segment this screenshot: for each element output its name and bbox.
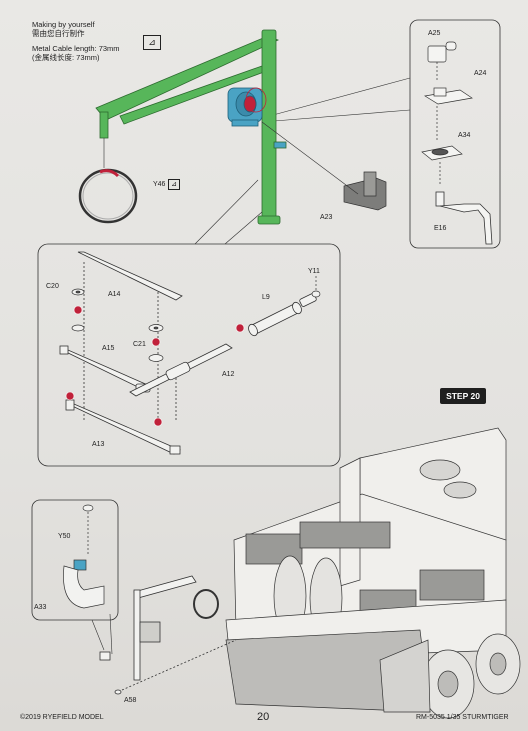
label-a33: A33 [34,604,47,611]
track-and-wheels-drawing [225,629,521,719]
part-a34-drawing [421,145,463,186]
footer-copyright: ©2019 RYEFIELD MODEL [20,714,104,721]
label-a13: A13 [92,441,105,448]
washer-drawings [71,288,164,362]
part-a12-drawing [129,343,233,420]
label-a23: A23 [320,214,333,221]
step-number-badge: STEP 20 [440,388,486,404]
note-cable-length-cn: (金属线长度: 73mm) [32,53,100,62]
cable-ring-drawing [78,138,138,224]
part-a25-drawing [427,41,457,80]
note-making-by-yourself: Making by yourself [32,20,95,29]
winch-drawing [227,87,267,127]
part-a14-drawing [77,251,183,420]
label-y50: Y50 [58,533,71,540]
part-e16-drawing [435,191,493,245]
label-a12: A12 [222,371,235,378]
note-cable-length: Metal Cable length: 73mm [32,44,120,53]
part-a24-drawing [424,87,473,140]
label-a24: A24 [474,70,487,77]
tow-crane-assembly-drawing [99,575,237,695]
label-y46: Y46 [153,181,166,188]
label-a14: A14 [108,291,121,298]
part-y11-drawing [311,276,321,298]
detail-inset-box-bottom-left [31,499,119,621]
part-a13-drawing [65,399,181,455]
label-a15: A15 [102,345,115,352]
label-a58: A58 [124,697,137,704]
part-a15-drawing [59,345,151,393]
label-e16: E16 [434,225,447,232]
label-c20: C20 [46,283,59,290]
label-c21: C21 [133,341,146,348]
glue-markers [65,305,245,427]
footer-model-code: RM-5035 1/35 STURMTIGER [416,714,509,721]
bend-mark-icon: ⊿ [143,35,161,50]
bend-mark-icon-small: ⊿ [168,179,180,190]
part-l9-drawing [248,293,317,337]
label-l9: L9 [262,294,270,301]
label-y11: Y11 [308,268,320,275]
part-a23-drawing [261,121,387,211]
page-number: 20 [257,711,270,723]
tank-hull-drawing [225,427,507,661]
crane-boom-drawing [95,29,287,225]
detail-inset-box-top-right [409,19,501,249]
note-making-by-yourself-cn: 需由您自行制作 [32,29,85,38]
label-a34: A34 [458,132,471,139]
label-a25: A25 [428,30,441,37]
detail-inset-box-middle [37,243,341,467]
part-y50-drawing [63,504,105,609]
